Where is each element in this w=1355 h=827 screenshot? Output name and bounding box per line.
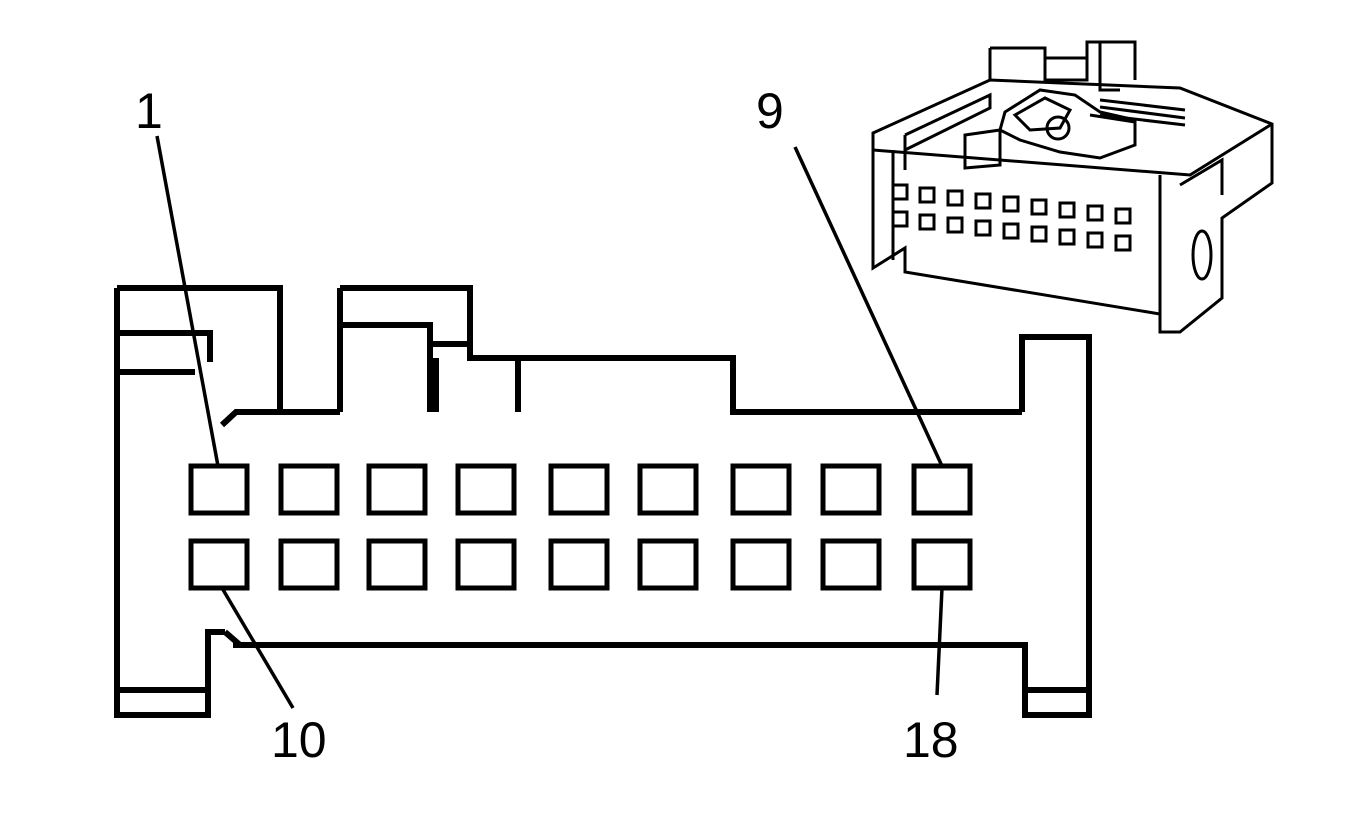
pin-cavity: [637, 463, 699, 516]
pin-cavity: [637, 538, 699, 591]
pin-cavity: [366, 538, 428, 591]
leader-line-pin-1: [155, 135, 220, 467]
leader-line-pin-10: [220, 587, 295, 709]
pin-row-top: [188, 463, 973, 516]
pin-cavity: [278, 463, 340, 516]
pin-cavity: [278, 538, 340, 591]
pin-cavity: [820, 538, 882, 591]
pin-cavity: [188, 538, 250, 591]
leader-lines: [155, 135, 944, 709]
pin-cavity: [548, 463, 610, 516]
pin-cavity: [911, 538, 973, 591]
pin-cavity: [820, 463, 882, 516]
pin-1-label: 1: [135, 83, 163, 139]
pin-row-bottom: [188, 538, 973, 591]
pin-cavity: [911, 463, 973, 516]
pin-9-label: 9: [756, 83, 784, 139]
connector-isometric-view: [871, 40, 1274, 334]
pin-cavity: [730, 463, 792, 516]
pin-cavity: [455, 538, 517, 591]
pin-cavity: [730, 538, 792, 591]
pin-10-label: 10: [271, 712, 327, 768]
pin-cavity: [188, 463, 250, 516]
leader-line-pin-9: [793, 146, 944, 467]
pin-cavity: [366, 463, 428, 516]
pin-cavity: [548, 538, 610, 591]
leader-line-pin-18: [935, 587, 944, 696]
pin-cavity: [455, 463, 517, 516]
connector-face: [114, 285, 1092, 718]
pin-18-label: 18: [903, 712, 959, 768]
